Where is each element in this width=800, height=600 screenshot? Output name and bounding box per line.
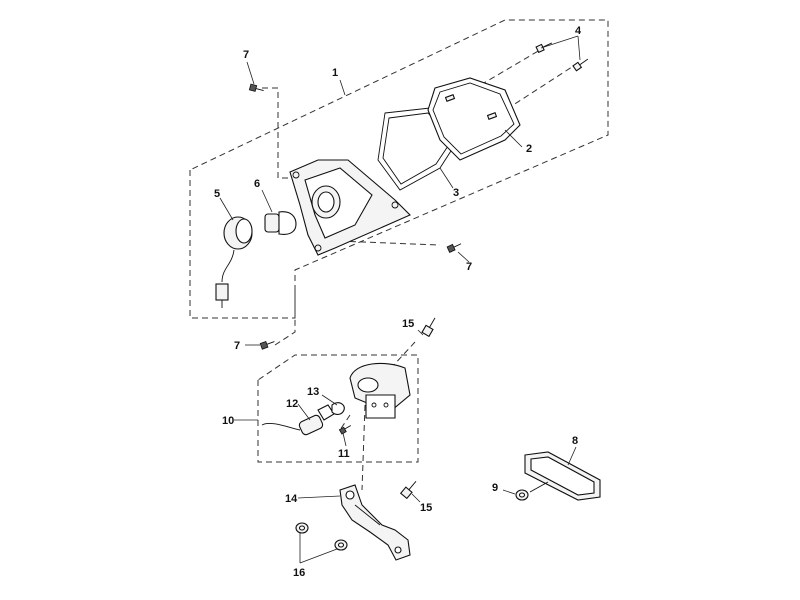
- license-bulb-socket: [261, 404, 335, 436]
- callout-13: 13: [307, 386, 319, 398]
- reflector: [524, 451, 601, 501]
- callout-3: 3: [453, 187, 459, 199]
- callout-12: 12: [286, 398, 298, 410]
- callout-15-top: 15: [402, 318, 414, 330]
- callout-9: 9: [492, 482, 498, 494]
- mounting-screws: [248, 83, 462, 350]
- callout-1: 1: [332, 67, 338, 79]
- license-bracket: [339, 484, 411, 561]
- callout-7-top: 7: [243, 49, 249, 61]
- callout-5: 5: [214, 188, 220, 200]
- callout-16: 16: [293, 567, 305, 579]
- license-light-group-outline: [257, 354, 419, 463]
- tail-light-lens: [427, 77, 521, 161]
- license-bulb: [331, 402, 345, 415]
- tail-bulb: [264, 211, 297, 235]
- callout-6: 6: [254, 178, 260, 190]
- callout-numbers: 1 4 7 2 3 5 6 7 7 15 13 12 10 11 14 15 8…: [214, 25, 582, 579]
- bracket-nuts: [295, 522, 348, 551]
- reflector-nut: [515, 489, 529, 501]
- tail-light-housing: [289, 159, 411, 256]
- license-light-housing: [349, 362, 411, 419]
- tail-light-group-outline: [189, 19, 609, 319]
- callout-11: 11: [338, 448, 350, 460]
- callout-7-right: 7: [466, 261, 472, 273]
- bracket-bolts: [399, 317, 436, 500]
- callout-15-lower: 15: [420, 502, 432, 514]
- callout-14: 14: [285, 493, 298, 505]
- callout-8: 8: [572, 435, 578, 447]
- callout-2: 2: [526, 143, 532, 155]
- license-screw: [338, 425, 352, 435]
- leader-lines: [219, 35, 581, 564]
- lens-screws: [535, 42, 589, 72]
- bulb-socket: [215, 216, 253, 308]
- callout-4: 4: [575, 25, 582, 37]
- callout-7-lower: 7: [234, 340, 240, 352]
- callout-10: 10: [222, 415, 234, 427]
